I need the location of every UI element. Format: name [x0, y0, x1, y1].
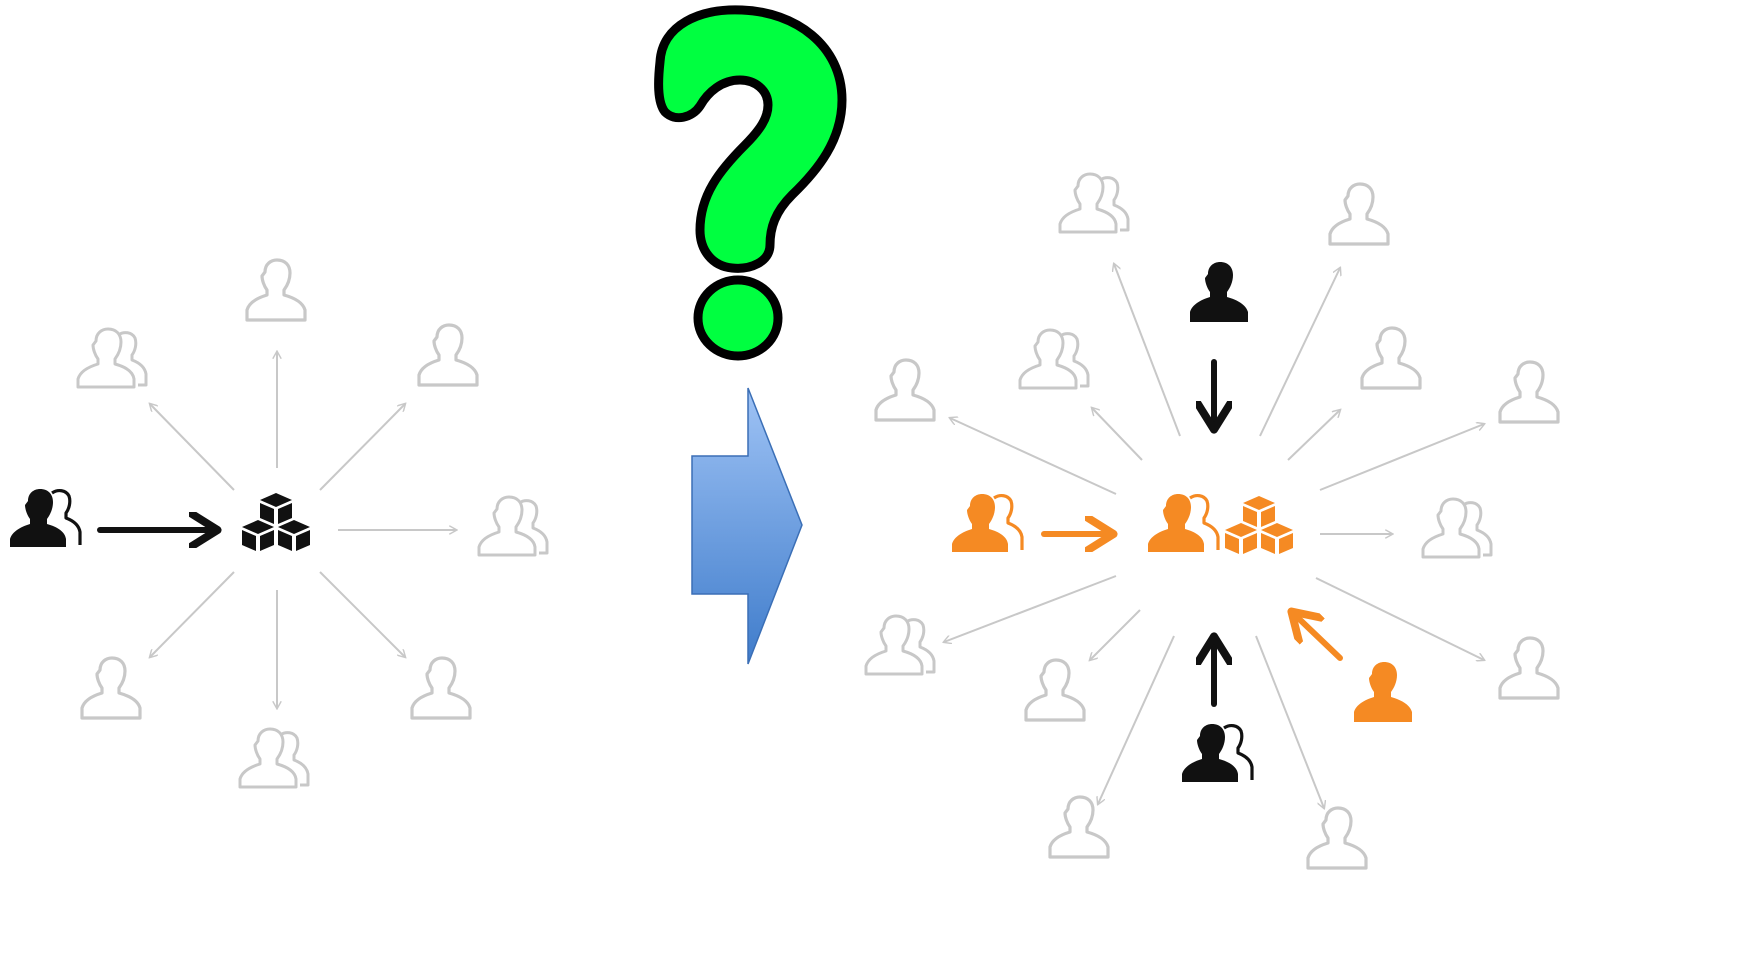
- user-icon: [1048, 795, 1110, 859]
- spoke-arrow: [1114, 264, 1181, 437]
- group-icon: [864, 614, 936, 676]
- boxes-icon: [242, 493, 310, 551]
- group-icon: [1146, 492, 1220, 554]
- user-icon: [1498, 636, 1560, 700]
- spoke-arrow: [1259, 268, 1340, 437]
- spoke-arrow: [150, 571, 235, 657]
- group-icon: [1180, 722, 1254, 784]
- spoke-arrow: [1098, 635, 1175, 804]
- group-icon: [76, 327, 148, 389]
- left-diagram: [8, 258, 549, 789]
- spoke-arrow: [1092, 408, 1143, 461]
- spoke-arrow: [1090, 609, 1141, 660]
- group-icon: [477, 495, 549, 557]
- spoke-arrow: [1255, 635, 1324, 808]
- user-icon: [417, 323, 479, 387]
- boxes-icon: [1225, 496, 1293, 554]
- spoke-arrow: [150, 404, 235, 491]
- user-icon: [1190, 262, 1248, 322]
- user-icon: [1306, 806, 1368, 870]
- user-icon: [1328, 182, 1390, 246]
- spoke-arrow: [319, 571, 405, 657]
- user-icon: [1354, 662, 1412, 722]
- user-icon: [874, 358, 936, 422]
- spoke-arrow: [950, 418, 1117, 495]
- question-mark-icon: [654, 5, 847, 361]
- group-icon: [1018, 328, 1090, 390]
- group-icon: [238, 727, 310, 789]
- right-diagram: [864, 172, 1560, 870]
- group-icon: [1058, 172, 1130, 234]
- user-icon: [245, 258, 307, 322]
- group-icon: [1421, 497, 1493, 559]
- spoke-arrow: [944, 575, 1117, 642]
- input-arrow: [1294, 614, 1343, 661]
- user-icon: [1498, 360, 1560, 424]
- group-icon: [950, 492, 1024, 554]
- spoke-arrow: [1319, 424, 1484, 491]
- spoke-arrow: [319, 404, 405, 491]
- user-icon: [410, 656, 472, 720]
- user-icon: [1360, 326, 1422, 390]
- spoke-arrow: [1315, 577, 1484, 660]
- user-icon: [1024, 658, 1086, 722]
- transition: [654, 5, 847, 665]
- group-icon: [8, 487, 82, 549]
- user-icon: [80, 656, 142, 720]
- right-block-arrow-icon: [691, 387, 803, 665]
- spoke-arrow: [1287, 410, 1340, 461]
